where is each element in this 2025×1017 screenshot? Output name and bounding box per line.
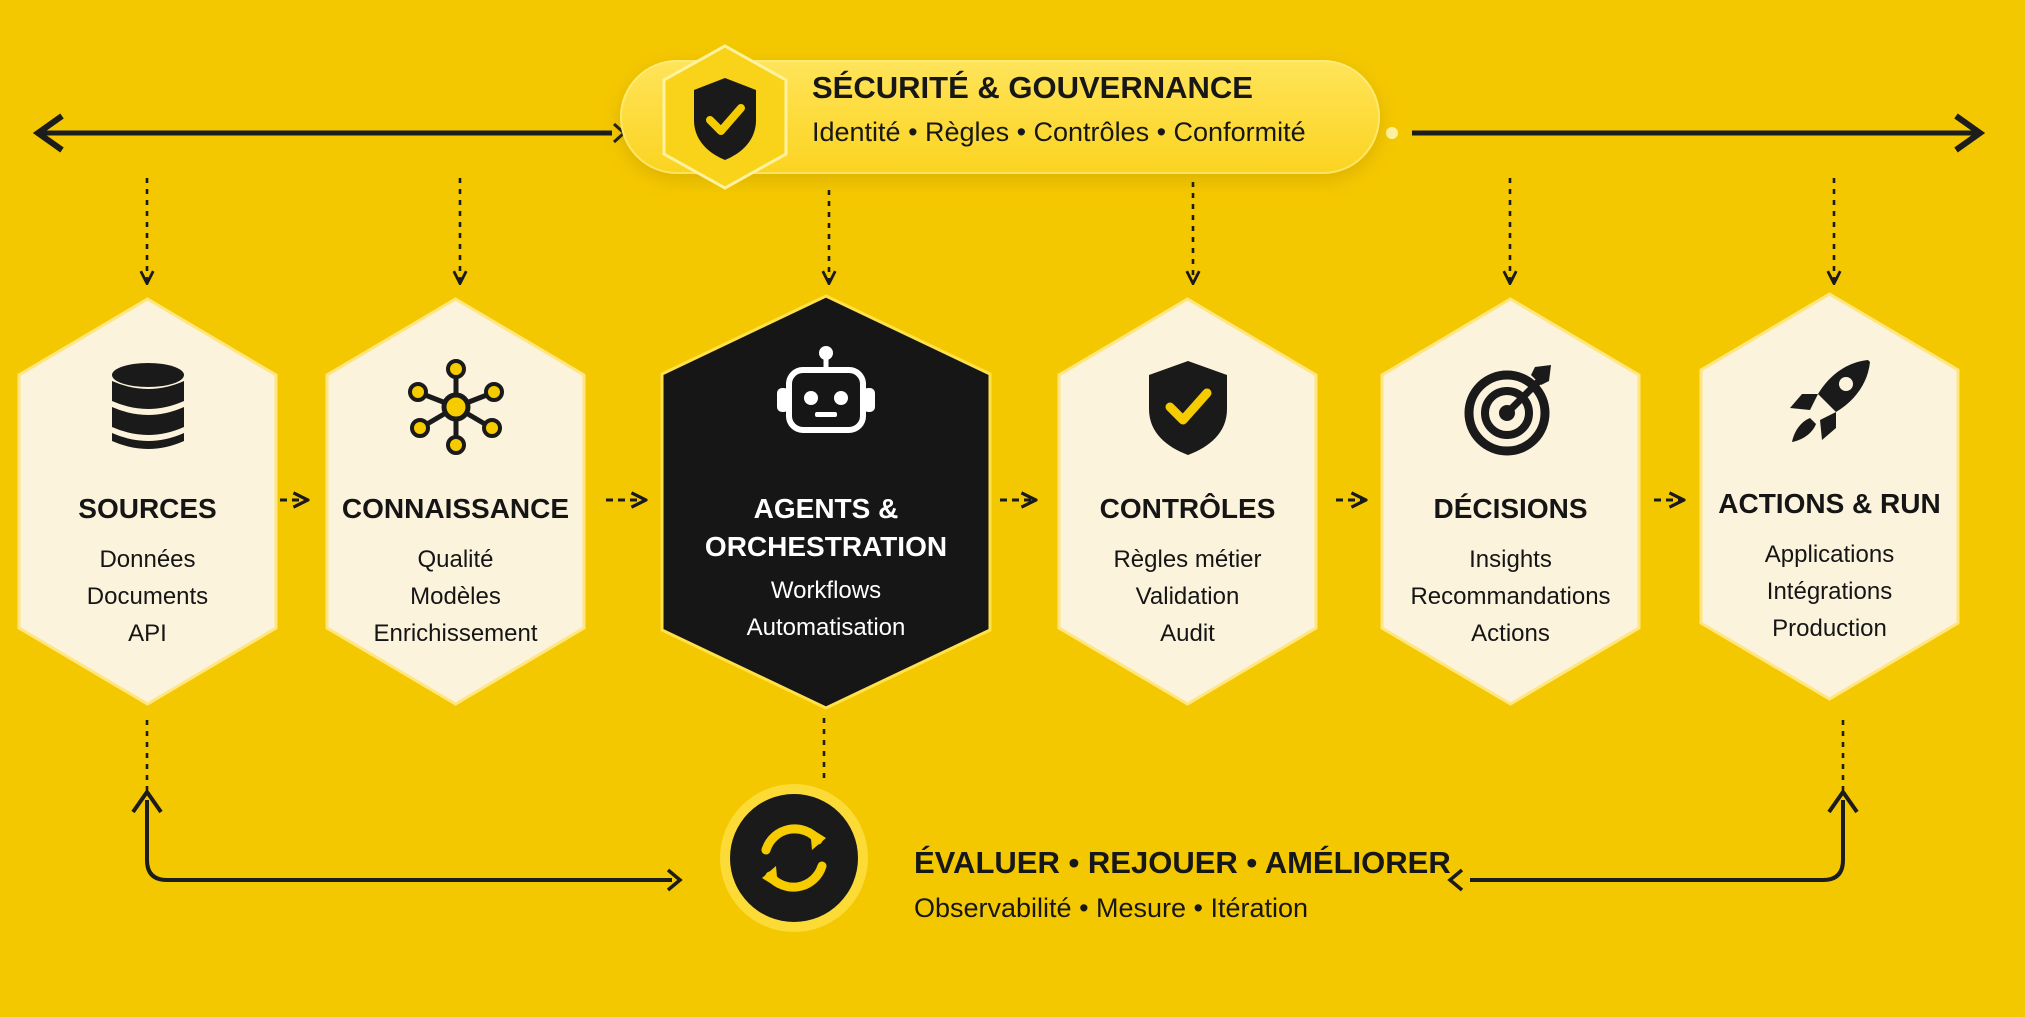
node-hexagon (325, 297, 586, 706)
node-sources: SOURCES Données Documents API (10, 295, 285, 708)
node-hexagon (660, 294, 992, 710)
node-title: ACTIONS & RUN (1718, 488, 1941, 519)
robot-icon (777, 346, 875, 433)
node-line: Applications (1764, 541, 1895, 568)
node-title: DÉCISIONS (1433, 493, 1588, 524)
governance-right-arrowhead (1954, 113, 1986, 153)
loop-right-arrowhead (1827, 788, 1859, 814)
loop-left-arrowhead (131, 788, 163, 814)
node-title: AGENTS & ORCHESTRATION (704, 493, 948, 562)
node-decisions: DÉCISIONS Insights Recommandations Actio… (1373, 295, 1648, 708)
database-icon (111, 363, 184, 449)
shield-check-icon (694, 78, 756, 160)
node-title: CONNAISSANCE (341, 493, 570, 524)
node-connaissance: CONNAISSANCE Qualité Modèles Enrichissem… (318, 295, 593, 708)
governance-badge (652, 40, 798, 194)
node-line: Insights (1469, 546, 1552, 573)
node-details: Applications Intégrations Production (1692, 536, 1967, 647)
governance-subtitle: Identité • Règles • Contrôles • Conformi… (812, 117, 1306, 147)
loop-right-inlet (1447, 868, 1464, 892)
rocket-icon (1789, 360, 1870, 442)
governance-title: SÉCURITÉ & GOUVERNANCE (812, 70, 1253, 105)
node-line: Recommandations (1410, 583, 1611, 610)
node-line: Enrichissement (373, 620, 538, 647)
node-line: Qualité (417, 546, 494, 573)
node-hexagon (17, 297, 278, 706)
node-line: Production (1772, 615, 1887, 642)
node-hexagon (1380, 297, 1641, 706)
node-hexagon (1699, 292, 1960, 701)
feedback-badge (716, 780, 872, 936)
node-line: Intégrations (1766, 578, 1893, 605)
node-line: Modèles (410, 583, 501, 610)
node-title: CONTRÔLES (1099, 493, 1276, 524)
governance-spark (1386, 127, 1398, 139)
node-details: Qualité Modèles Enrichissement (318, 541, 593, 652)
network-icon (407, 359, 504, 455)
node-controles: CONTRÔLES Règles métier Validation Audit (1050, 295, 1325, 708)
feedback-title: ÉVALUER • REJOUER • AMÉLIORER (914, 845, 1451, 880)
node-details: Règles métier Validation Audit (1050, 541, 1325, 652)
node-line: Actions (1471, 620, 1550, 647)
loop-left-inlet (666, 868, 683, 892)
feedback-subtitle: Observabilité • Mesure • Itération (914, 893, 1309, 923)
node-hexagon (1057, 297, 1318, 706)
node-details: Insights Recommandations Actions (1373, 541, 1648, 652)
loop-left-path (145, 800, 672, 882)
node-title: SOURCES (78, 493, 217, 524)
node-line: Validation (1135, 583, 1240, 610)
node-agents: AGENTS & ORCHESTRATION Workflows Automat… (656, 292, 996, 712)
node-line: Automatisation (746, 614, 906, 641)
node-details: Données Documents API (10, 541, 285, 652)
loop-right-path (1470, 800, 1845, 882)
governance-drops (147, 178, 1834, 282)
node-details: Workflows Automatisation (656, 572, 996, 646)
governance-left-arrowhead (32, 113, 64, 153)
node-line: Données (99, 546, 196, 573)
node-line: Règles métier (1113, 546, 1262, 573)
node-line: Audit (1160, 620, 1215, 647)
node-line: Documents (86, 583, 209, 610)
node-actions: ACTIONS & RUN Applications Intégrations … (1692, 290, 1967, 703)
node-line: API (128, 620, 167, 647)
shield-check-icon (1148, 361, 1227, 455)
target-icon (1464, 365, 1551, 456)
node-line: Workflows (770, 577, 882, 604)
